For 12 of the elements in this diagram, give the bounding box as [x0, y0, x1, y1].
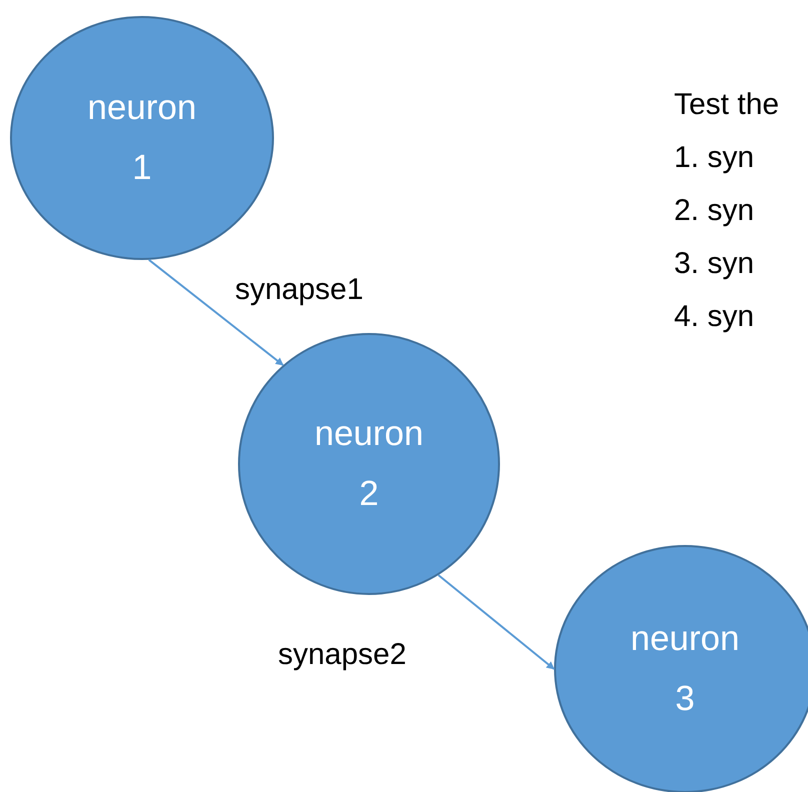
- list-item: 2. syn: [674, 193, 756, 229]
- edge-label: synapse1: [235, 272, 364, 308]
- arrow: [438, 574, 555, 670]
- node-label: neuron 1: [86, 87, 198, 189]
- list-item: 1. syn: [674, 140, 756, 176]
- list-item: 3. syn: [674, 246, 756, 282]
- list-item: 4. syn: [674, 299, 756, 335]
- node-label: neuron 2: [314, 413, 424, 515]
- node-label: neuron 3: [630, 618, 740, 720]
- edge-label: synapse2: [278, 637, 406, 673]
- heading-text: Test the: [674, 87, 780, 123]
- arrow: [148, 259, 284, 366]
